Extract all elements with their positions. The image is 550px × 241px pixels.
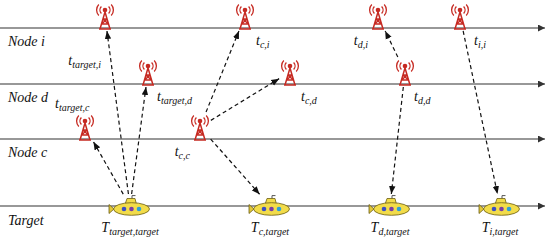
subscript: i,target: [490, 226, 519, 237]
antenna-node: td,d: [395, 58, 415, 86]
antenna-icon: [95, 2, 115, 30]
time-label: Ttarget,target: [101, 219, 158, 237]
time-symbol: t: [256, 33, 260, 48]
time-symbol: t: [354, 33, 358, 48]
antenna-icon: [190, 113, 210, 141]
subscript: d,target: [378, 226, 409, 237]
submarine-node: Td,target: [368, 195, 412, 217]
subscript: c,d: [305, 95, 317, 106]
subscript: c,target: [259, 226, 289, 237]
time-symbol: T: [482, 220, 490, 235]
time-symbol: T: [101, 220, 109, 235]
time-symbol: t: [301, 89, 305, 104]
time-symbol: T: [251, 220, 259, 235]
time-label: Ti,target: [482, 219, 519, 237]
antenna-icon: [235, 2, 255, 30]
antenna-node: ttarget,c: [75, 113, 95, 141]
antenna-node: ti,i: [450, 2, 470, 30]
time-symbol: t: [474, 33, 478, 48]
time-label: ttarget,i: [68, 52, 101, 70]
dashed-arrow: [132, 87, 146, 194]
antenna-node: td,i: [368, 2, 388, 30]
subscript: d,d: [418, 95, 431, 106]
subscript: target,target: [109, 226, 159, 237]
antenna-icon: [395, 58, 415, 86]
antenna-icon: [280, 58, 300, 86]
time-symbol: T: [371, 220, 379, 235]
subscript: i,i: [478, 39, 486, 50]
dashed-arrow: [107, 31, 128, 194]
submarine-icon: [368, 195, 412, 217]
antenna-icon: [75, 113, 95, 141]
time-label: tc,i: [256, 32, 270, 50]
antenna-icon: [138, 58, 158, 86]
antenna-icon: [450, 2, 470, 30]
time-label: ttarget,d: [157, 88, 192, 106]
dashed-arrow: [385, 31, 398, 57]
time-label: ttarget,c: [55, 95, 89, 113]
subscript: c,c: [179, 150, 190, 161]
submarine-icon: [478, 195, 522, 217]
row-label: Target: [8, 214, 44, 228]
time-label: td,i: [354, 32, 368, 50]
time-symbol: t: [414, 89, 418, 104]
subscript: target,d: [161, 95, 192, 106]
subscript: c,i: [260, 39, 270, 50]
antenna-icon: [368, 2, 388, 30]
time-symbol: t: [55, 96, 59, 111]
antenna-node: tc,d: [280, 58, 300, 86]
subscript: target,c: [59, 102, 89, 113]
time-label: Td,target: [371, 219, 410, 237]
time-label: Tc,target: [251, 219, 289, 237]
timeline: [0, 83, 545, 84]
dashed-arrow: [206, 31, 239, 112]
time-symbol: t: [68, 53, 72, 68]
submarine-node: Tc,target: [248, 195, 292, 217]
time-symbol: t: [157, 89, 161, 104]
dashed-arrow: [211, 79, 279, 121]
time-label: tc,c: [175, 143, 190, 161]
time-symbol: t: [175, 144, 179, 159]
row-label: Node i: [8, 35, 45, 49]
dashed-arrow: [463, 31, 497, 194]
row-label: Node d: [8, 91, 48, 105]
submarine-node: Ti,target: [478, 195, 522, 217]
time-label: td,d: [414, 88, 430, 106]
subscript: target,i: [72, 59, 101, 70]
row-label: Node c: [8, 146, 47, 160]
antenna-node: ttarget,d: [138, 58, 158, 86]
subscript: d,i: [358, 39, 368, 50]
submarine-node: Ttarget,target: [108, 195, 152, 217]
antenna-node: tc,c: [190, 113, 210, 141]
antenna-node: tc,i: [235, 2, 255, 30]
submarine-icon: [248, 195, 292, 217]
antenna-node: ttarget,i: [95, 2, 115, 30]
dashed-arrow: [391, 87, 403, 194]
submarine-icon: [108, 195, 152, 217]
time-label: ti,i: [474, 32, 486, 50]
time-label: tc,d: [301, 88, 317, 106]
dashed-arrow: [211, 139, 260, 194]
dashed-arrow: [93, 142, 123, 194]
